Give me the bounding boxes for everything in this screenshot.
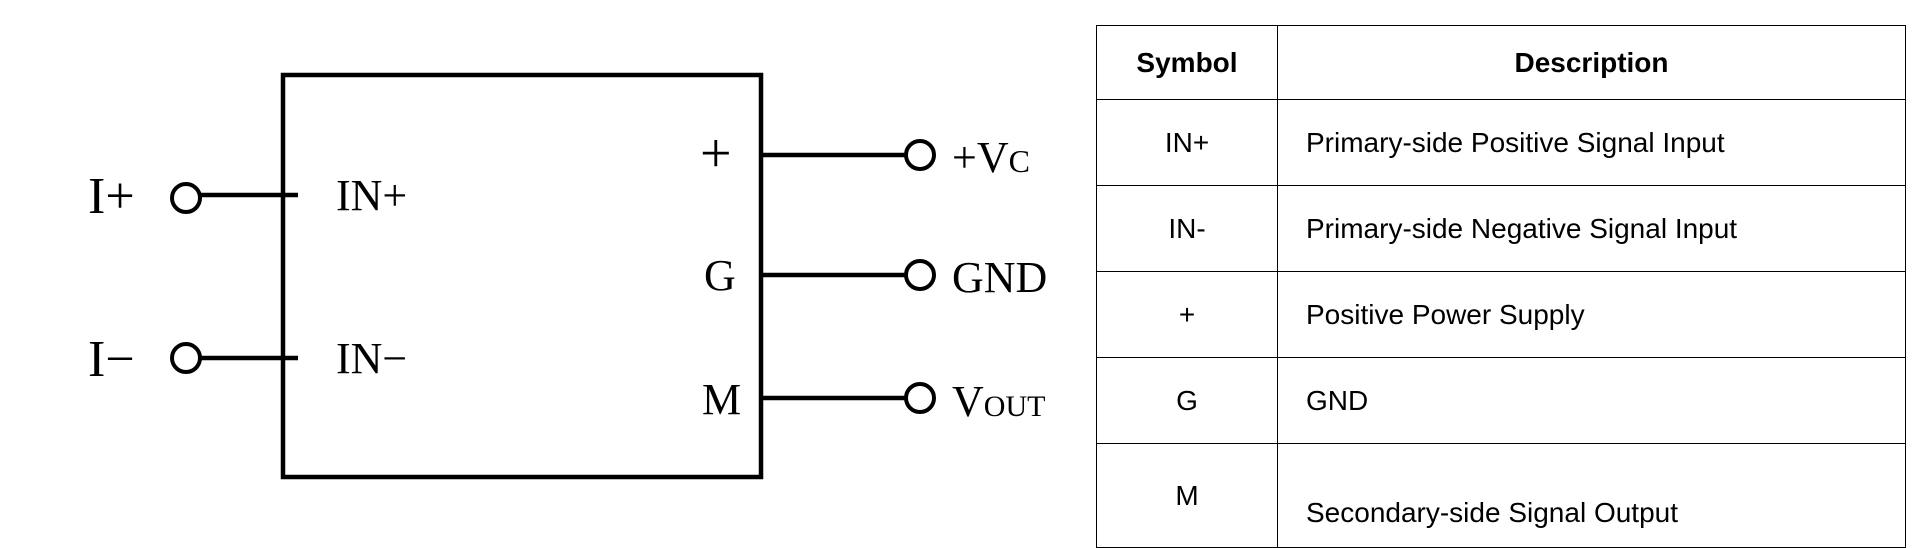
description-cell: Primary-side Negative Signal Input (1277, 185, 1906, 272)
right-terminal-label: VOUT (952, 377, 1045, 426)
right-terminal-main: V (952, 377, 984, 426)
left-pin-label: IN− (336, 334, 407, 383)
table-header-row: Symbol Description (1096, 25, 1906, 100)
description-cell: Positive Power Supply (1277, 271, 1906, 358)
left-pin-label: IN+ (336, 171, 407, 220)
left-terminal-label: I+ (88, 168, 135, 225)
left-terminal-label: I− (88, 331, 135, 388)
left-terminal-circle (170, 182, 202, 214)
table-row: + Positive Power Supply (1096, 271, 1906, 358)
table-row: M Secondary-side Signal Output (1096, 443, 1906, 548)
right-pin-label: G (704, 251, 736, 300)
symbol-cell: IN+ (1096, 99, 1278, 186)
description-cell: Secondary-side Signal Output (1277, 443, 1906, 548)
pin-description-table: Symbol Description IN+ Primary-side Posi… (1096, 25, 1906, 548)
left-terminal-circle (170, 342, 202, 374)
right-pin-label: M (702, 375, 741, 424)
pin-diagram: I+ IN+ I− IN− + +VC G GND M VOUT (88, 72, 1047, 480)
description-column-header: Description (1277, 25, 1906, 100)
symbol-cell: + (1096, 271, 1278, 358)
symbol-cell: M (1096, 443, 1278, 548)
description-cell: Primary-side Positive Signal Input (1277, 99, 1906, 186)
right-terminal-label: +VC (952, 133, 1030, 182)
right-terminal-label: GND (952, 253, 1047, 302)
table-row: IN+ Primary-side Positive Signal Input (1096, 99, 1906, 186)
right-terminal-circle (904, 139, 936, 171)
description-cell: GND (1277, 357, 1906, 444)
right-terminal-main: +V (952, 133, 1009, 182)
table-row: G GND (1096, 357, 1906, 444)
table-row: IN- Primary-side Negative Signal Input (1096, 185, 1906, 272)
right-terminal-main: GND (952, 253, 1047, 302)
right-terminal-circle (904, 259, 936, 291)
symbol-cell: G (1096, 357, 1278, 444)
symbol-column-header: Symbol (1096, 25, 1278, 100)
right-terminal-circle (904, 382, 936, 414)
right-terminal-subscript: C (1009, 143, 1030, 179)
right-pin-label: + (700, 123, 732, 185)
symbol-cell: IN- (1096, 185, 1278, 272)
module-body (280, 72, 764, 480)
right-terminal-subscript: OUT (984, 390, 1046, 423)
